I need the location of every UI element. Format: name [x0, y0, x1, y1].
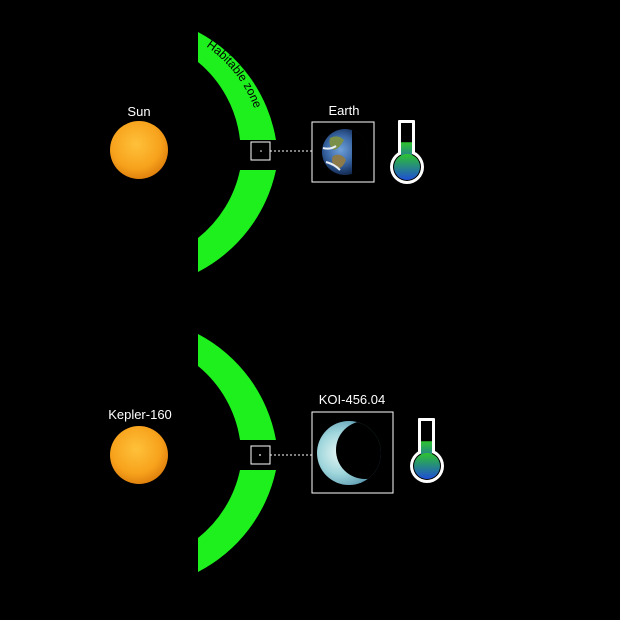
star-label-sun: Sun [127, 104, 150, 119]
sun-star [110, 121, 168, 179]
thermometer-icon [410, 418, 444, 483]
habitable-zone-arc-lower [198, 470, 276, 572]
system-kepler-160: Kepler-160 KOI-456.04 [108, 334, 444, 572]
earth-planet-image [322, 129, 368, 175]
star-label-kepler-160: Kepler-160 [108, 407, 172, 422]
habitable-zone-arc-upper [198, 32, 276, 140]
planet-label-earth: Earth [328, 103, 359, 118]
thermometer-icon [390, 120, 424, 184]
planet-label-koi-456-04: KOI-456.04 [319, 392, 386, 407]
planet-dot [260, 150, 262, 152]
habitable-zone-arc-upper [198, 334, 276, 440]
planet-dot [259, 454, 261, 456]
system-sun: Habitable zone Sun Earth [110, 32, 424, 272]
habitable-zone-arc-lower [198, 170, 276, 272]
kepler-160-star [110, 426, 168, 484]
